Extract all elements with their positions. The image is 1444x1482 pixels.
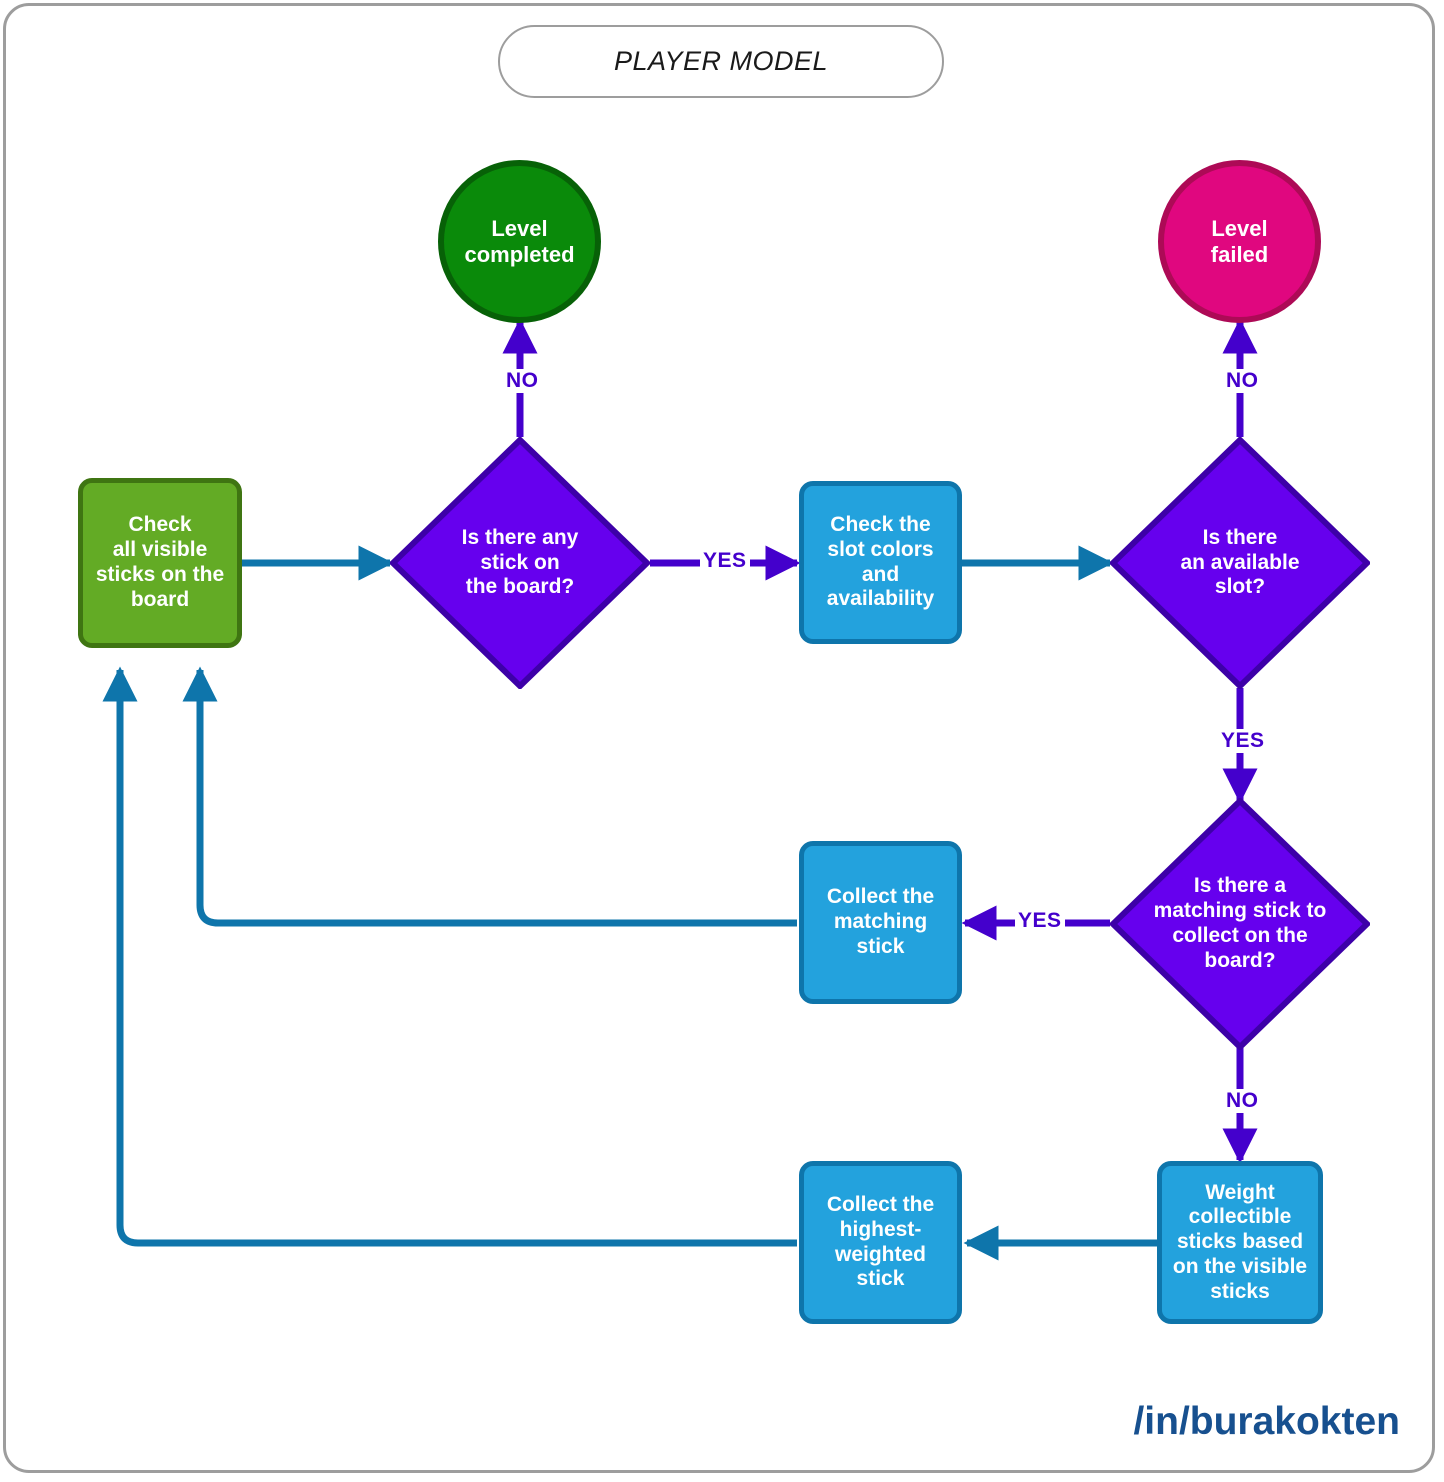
node-any-stick-on-board[interactable]: Is there any stick on the board?	[390, 437, 650, 689]
node-matching-stick-decision-label: Is there a matching stick to collect on …	[1153, 874, 1327, 972]
page-title: PLAYER MODEL	[613, 46, 829, 76]
node-collect-highest-weighted-label: Collect the highest- weighted stick	[826, 1192, 935, 1291]
node-available-slot[interactable]: Is there an available slot?	[1110, 437, 1370, 689]
diamond-shape-matching-stick	[1110, 798, 1370, 1050]
node-check-visible-sticks[interactable]: Check all visible sticks on the board	[78, 478, 242, 648]
node-matching-stick-decision[interactable]: Is there a matching stick to collect on …	[1110, 798, 1370, 1050]
node-weight-collectible-sticks[interactable]: Weight collectible sticks based on the v…	[1157, 1161, 1323, 1324]
node-level-completed[interactable]: Level completed	[438, 160, 601, 323]
edge-label-no-failed: NO	[1223, 369, 1262, 393]
edge-label-yes-matching: YES	[1218, 729, 1268, 753]
node-collect-matching-stick-label: Collect the matching stick	[826, 885, 935, 958]
edge-label-no-weight: NO	[1223, 1089, 1262, 1113]
diagram-title-pill: PLAYER MODEL	[498, 25, 944, 98]
edge-collectmatching-loop-back	[182, 666, 797, 927]
edge-collecthighest-loop-back	[102, 666, 797, 1247]
node-collect-matching-stick[interactable]: Collect the matching stick	[799, 841, 962, 1004]
node-level-failed[interactable]: Level failed	[1158, 160, 1321, 323]
author-handle: /in/burakokten	[1133, 1400, 1400, 1443]
edge-label-yes-slotcolors: YES	[700, 549, 750, 573]
node-check-visible-sticks-label: Check all visible sticks on the board	[95, 513, 225, 611]
node-level-completed-label: Level completed	[464, 215, 575, 267]
edge-label-yes-collect-matching: YES	[1015, 909, 1065, 933]
diamond-shape-available-slot	[1110, 437, 1370, 689]
node-any-stick-on-board-label: Is there any stick on the board?	[461, 525, 579, 599]
node-check-slot-colors-label: Check the slot colors and availability	[826, 512, 935, 611]
node-weight-collectible-sticks-label: Weight collectible sticks based on the v…	[1172, 1180, 1308, 1303]
node-available-slot-label: Is there an available slot?	[1180, 525, 1300, 599]
edge-label-no-completed: NO	[503, 369, 542, 393]
node-level-failed-label: Level failed	[1210, 215, 1269, 267]
node-collect-highest-weighted[interactable]: Collect the highest- weighted stick	[799, 1161, 962, 1324]
node-check-slot-colors[interactable]: Check the slot colors and availability	[799, 481, 962, 644]
diamond-shape-any-stick	[390, 437, 650, 689]
